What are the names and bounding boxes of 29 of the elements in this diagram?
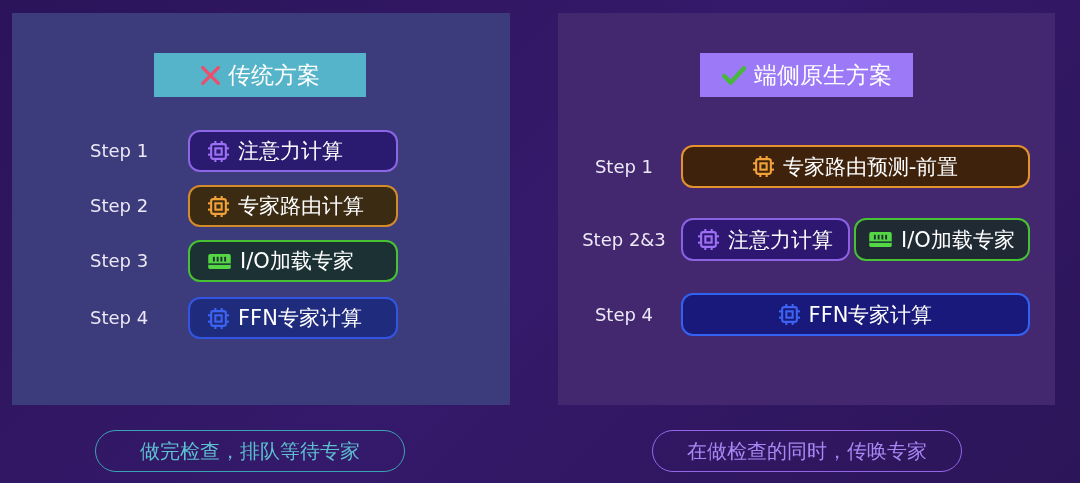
step-text: 注意力计算 — [238, 138, 343, 165]
step-label: Step 1 — [90, 140, 149, 162]
step-box — [681, 293, 1030, 336]
step-box — [854, 218, 1030, 261]
step-box — [188, 240, 398, 282]
step-text: FFN专家计算 — [808, 301, 933, 329]
step-text: I/O加载专家 — [901, 226, 1015, 254]
title-banner — [154, 53, 366, 97]
step-text: 专家路由预测-前置 — [782, 153, 959, 181]
panel — [558, 13, 1055, 405]
step-label: Step 3 — [90, 250, 149, 272]
step-box — [188, 185, 398, 227]
step-text: 专家路由计算 — [238, 193, 364, 220]
banner-title: 传统方案 — [227, 60, 320, 90]
title-banner — [700, 53, 913, 97]
step-text: 注意力计算 — [728, 226, 833, 254]
step-box — [188, 130, 398, 172]
step-label: Step 1 — [594, 155, 654, 178]
step-label: Step 2 — [90, 195, 149, 217]
step-label: Step 2&3 — [582, 228, 666, 251]
step-label: Step 4 — [90, 307, 149, 329]
step-box — [681, 145, 1030, 188]
step-box — [188, 297, 398, 339]
panel — [12, 13, 510, 405]
step-text: FFN专家计算 — [238, 305, 362, 332]
banner-title: 端侧原生方案 — [753, 60, 892, 90]
step-text: I/O加载专家 — [240, 248, 354, 275]
step-box — [681, 218, 850, 261]
step-label: Step 4 — [594, 303, 654, 326]
